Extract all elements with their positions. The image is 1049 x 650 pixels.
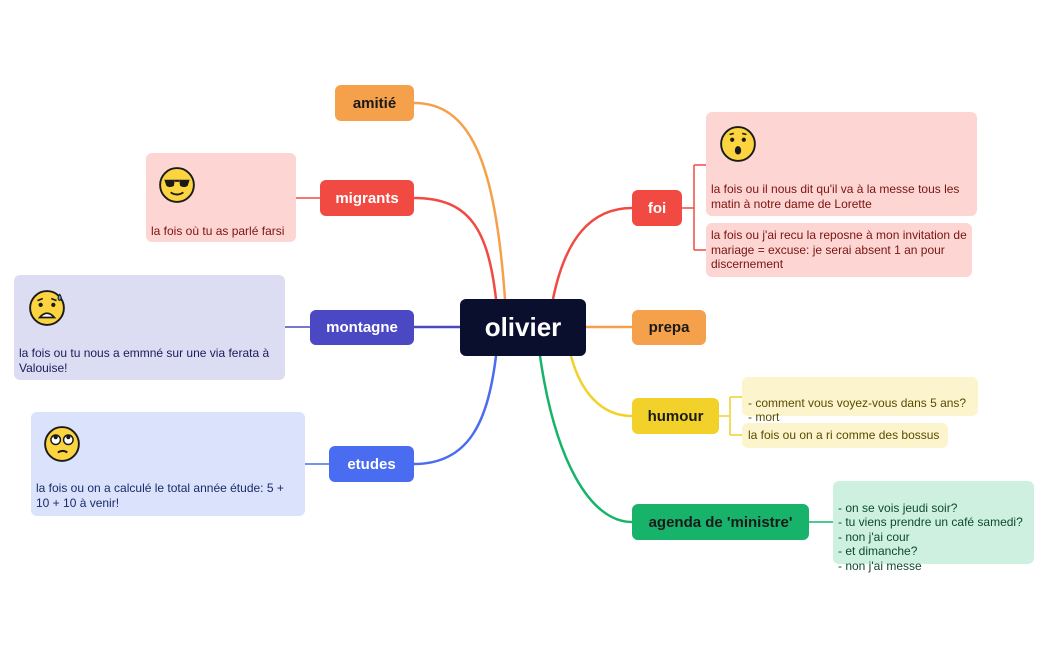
- topic-humour[interactable]: humour: [632, 398, 719, 434]
- anxious-sweat-face-icon: [29, 290, 65, 326]
- note-agenda[interactable]: - on se vois jeudi soir? - tu viens pren…: [833, 481, 1034, 573]
- topic-foi[interactable]: foi: [632, 190, 682, 226]
- note-text: la fois ou on a ri comme des bossus: [748, 428, 940, 442]
- note-text: la fois où tu as parlé farsi: [151, 223, 285, 238]
- note-text: - on se vois jeudi soir? - tu viens pren…: [838, 500, 1023, 573]
- note-foi-2[interactable]: la fois ou j'ai recu la reposne à mon in…: [706, 223, 972, 277]
- sunglasses-face-icon: [159, 167, 195, 203]
- note-humour-1[interactable]: - comment vous voyez-vous dans 5 ans? - …: [742, 377, 978, 424]
- topic-etudes[interactable]: etudes: [329, 446, 414, 482]
- surprised-face-icon: [720, 126, 756, 162]
- eye-roll-face-icon: [44, 426, 80, 462]
- topic-prepa[interactable]: prepa: [632, 310, 706, 345]
- note-foi-1[interactable]: la fois ou il nous dit qu'il va à la mes…: [706, 112, 977, 216]
- note-migrants[interactable]: la fois où tu as parlé farsi: [146, 153, 296, 242]
- note-montagne[interactable]: la fois ou tu nous a emmné sur une via f…: [14, 275, 285, 380]
- topic-migrants[interactable]: migrants: [320, 180, 414, 216]
- note-text: la fois ou on a calculé le total année é…: [36, 481, 284, 510]
- note-etudes[interactable]: la fois ou on a calculé le total année é…: [31, 412, 305, 516]
- central-topic[interactable]: olivier: [460, 299, 586, 356]
- topic-montagne[interactable]: montagne: [310, 310, 414, 345]
- topic-amitie[interactable]: amitié: [335, 85, 414, 121]
- note-text: la fois ou j'ai recu la reposne à mon in…: [711, 228, 967, 271]
- note-humour-2[interactable]: la fois ou on a ri comme des bossus: [742, 423, 948, 448]
- note-text: - comment vous voyez-vous dans 5 ans? - …: [748, 395, 967, 425]
- note-text: la fois ou il nous dit qu'il va à la mes…: [711, 182, 960, 211]
- topic-agenda[interactable]: agenda de 'ministre': [632, 504, 809, 540]
- note-text: la fois ou tu nous a emmné sur une via f…: [19, 346, 270, 375]
